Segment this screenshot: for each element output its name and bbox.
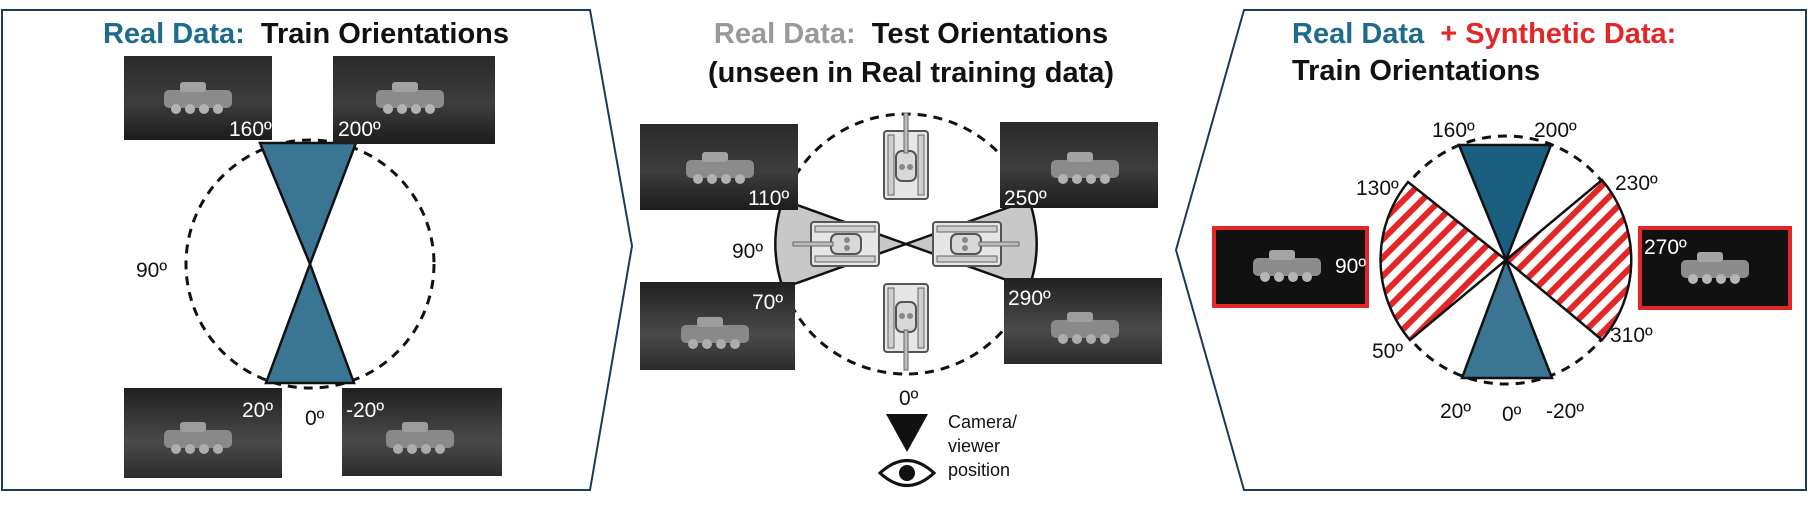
title-rest: Train Orientations [261, 18, 509, 50]
wedge-160-200 [1457, 143, 1553, 264]
title-synthetic: + Synthetic Data: [1440, 18, 1676, 50]
title-real: Real Data: [714, 18, 856, 50]
camera-triangle-icon [886, 414, 928, 452]
wedge-20-neg20 [1460, 256, 1554, 380]
panel-real-train: Real Data: Train Orientations 160º 200º … [1, 9, 634, 491]
panel-title-line1: Real Data + Synthetic Data: [1292, 18, 1676, 50]
camera-label-line1: Camera/ [948, 412, 1017, 432]
angle-160: 160º [1432, 119, 1475, 142]
angle-160: 160º [229, 118, 272, 141]
angle-290: 290º [1008, 287, 1051, 310]
angle-70: 70º [752, 291, 783, 314]
angle-90: 90º [732, 240, 763, 263]
orientation-circle [184, 138, 436, 390]
wedge-synthetic-left [1379, 180, 1508, 342]
panel-real-plus-synthetic: Real Data + Synthetic Data: Train Orient… [1174, 9, 1807, 491]
angle-270: 270º [1644, 236, 1687, 259]
wedge-synthetic-right [1504, 178, 1633, 342]
angle-200: 200º [338, 118, 381, 141]
camera-label-line2: viewer [948, 436, 1000, 456]
angle-250: 250º [1004, 187, 1047, 210]
angle-130: 130º [1356, 177, 1399, 200]
tank-top-view-icon [883, 283, 929, 371]
angle-0: 0º [305, 407, 325, 430]
title-rest: Test Orientations [872, 18, 1108, 50]
angle-50: 50º [1372, 340, 1403, 363]
tank-top-view-icon [883, 112, 929, 200]
panel-title-line2: Train Orientations [1292, 55, 1540, 87]
panel-title: Real Data: Test Orientations [714, 18, 1108, 50]
angle-0: 0º [899, 387, 919, 410]
panel-real-test: Real Data: Test Orientations (unseen in … [640, 18, 1162, 487]
angle-110: 110º [748, 187, 789, 210]
wedge-20-neg20 [264, 260, 356, 385]
camera-label-line3: position [948, 460, 1010, 480]
angle-20: 20º [242, 399, 273, 422]
angle-230: 230º [1615, 172, 1658, 195]
angle-310: 310º [1610, 324, 1653, 347]
wedge-160-200 [258, 141, 358, 268]
angle-200: 200º [1534, 119, 1577, 142]
angle-neg20: -20º [346, 399, 384, 422]
angle-20: 20º [1440, 400, 1471, 423]
angle-90: 90º [1335, 255, 1366, 278]
angle-neg20: -20º [1546, 400, 1584, 423]
title-real: Real Data [1292, 18, 1425, 50]
panel-title: Real Data: Train Orientations [103, 18, 509, 50]
eye-icon [877, 459, 937, 487]
angle-0: 0º [1502, 403, 1522, 426]
angle-90: 90º [136, 259, 167, 282]
title-real: Real Data: [103, 18, 245, 50]
panel-subtitle: (unseen in Real training data) [708, 57, 1114, 89]
